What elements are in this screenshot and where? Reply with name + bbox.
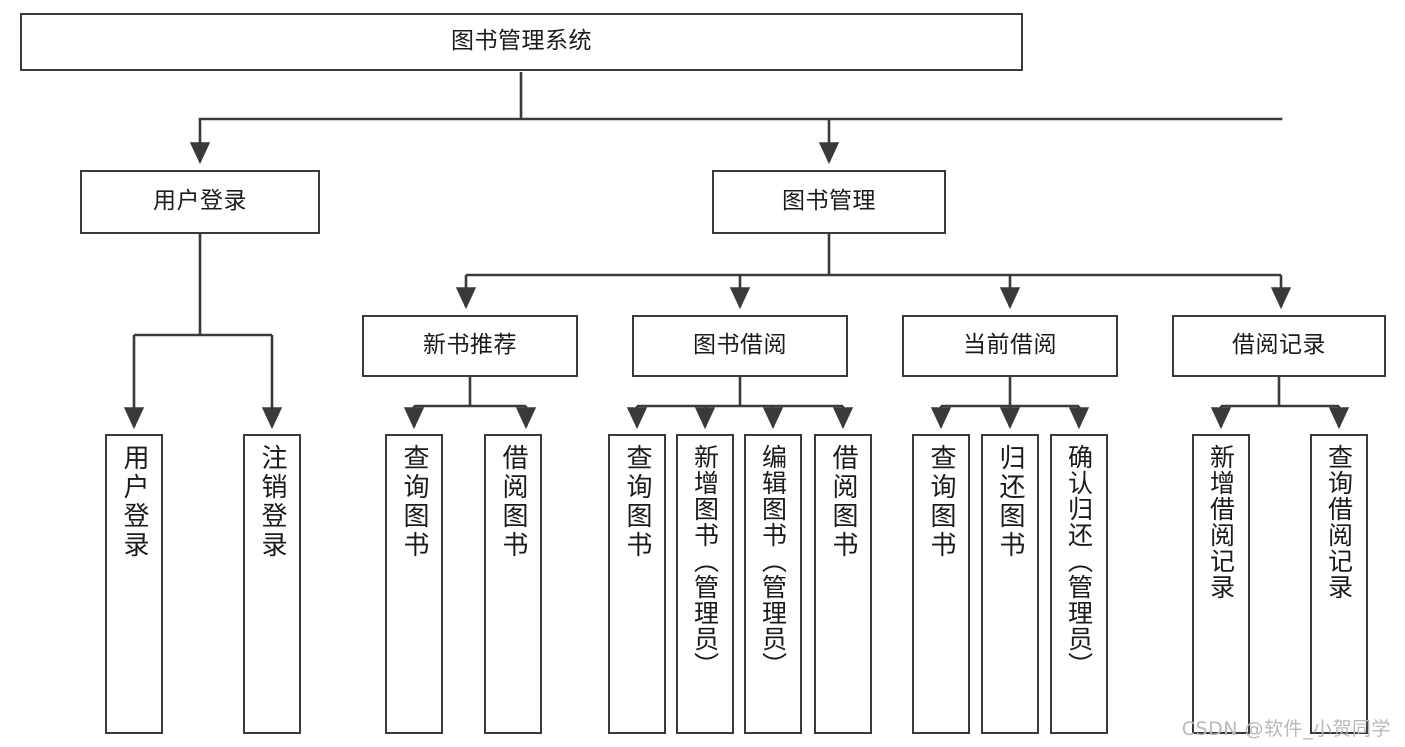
node-book-borrow[interactable]: 图书借阅 — [632, 315, 848, 377]
leaf-borrow-book-new[interactable]: 借阅图书 — [484, 434, 542, 734]
leaf-return-book[interactable]: 归还图书 — [981, 434, 1039, 734]
leaf-edit-book-admin[interactable]: 编辑图书（管理员） — [744, 434, 802, 734]
node-label: 图书借阅 — [693, 332, 787, 359]
leaf-logout[interactable]: 注销登录 — [243, 434, 301, 734]
leaf-query-book-new[interactable]: 查询图书 — [385, 434, 443, 734]
node-user-login[interactable]: 用户登录 — [80, 170, 320, 234]
leaf-borrow-book[interactable]: 借阅图书 — [814, 434, 872, 734]
node-label: 新增图书（管理员） — [690, 444, 720, 678]
node-label: 查询图书 — [926, 444, 956, 560]
leaf-query-book-current[interactable]: 查询图书 — [912, 434, 970, 734]
leaf-add-borrow-record[interactable]: 新增借阅记录 — [1192, 434, 1250, 734]
node-label: 新书推荐 — [423, 332, 517, 359]
node-label: 图书管理系统 — [451, 28, 592, 55]
node-new-book-recommend[interactable]: 新书推荐 — [362, 315, 578, 377]
node-label: 借阅图书 — [828, 444, 858, 560]
leaf-add-book-admin[interactable]: 新增图书（管理员） — [676, 434, 734, 734]
node-label: 图书管理 — [782, 188, 876, 215]
node-label: 新增借阅记录 — [1206, 444, 1236, 600]
node-label: 查询图书 — [399, 444, 429, 560]
node-label: 用户登录 — [119, 444, 149, 560]
node-label: 当前借阅 — [963, 332, 1057, 359]
node-label: 编辑图书（管理员） — [758, 444, 788, 678]
node-label: 查询借阅记录 — [1324, 444, 1354, 600]
node-book-management-system[interactable]: 图书管理系统 — [20, 13, 1023, 71]
node-label: 确认归还（管理员） — [1064, 444, 1094, 678]
leaf-user-login[interactable]: 用户登录 — [105, 434, 163, 734]
node-label: 归还图书 — [995, 444, 1025, 560]
leaf-confirm-return-admin[interactable]: 确认归还（管理员） — [1050, 434, 1108, 734]
node-label: 借阅图书 — [498, 444, 528, 560]
node-label: 注销登录 — [257, 444, 287, 560]
node-book-management[interactable]: 图书管理 — [712, 170, 946, 234]
node-current-borrow[interactable]: 当前借阅 — [902, 315, 1118, 377]
leaf-query-book-borrow[interactable]: 查询图书 — [608, 434, 666, 734]
node-label: 借阅记录 — [1232, 332, 1326, 359]
node-label: 查询图书 — [622, 444, 652, 560]
leaf-query-borrow-record[interactable]: 查询借阅记录 — [1310, 434, 1368, 734]
node-borrow-record[interactable]: 借阅记录 — [1172, 315, 1386, 377]
node-label: 用户登录 — [153, 188, 247, 215]
